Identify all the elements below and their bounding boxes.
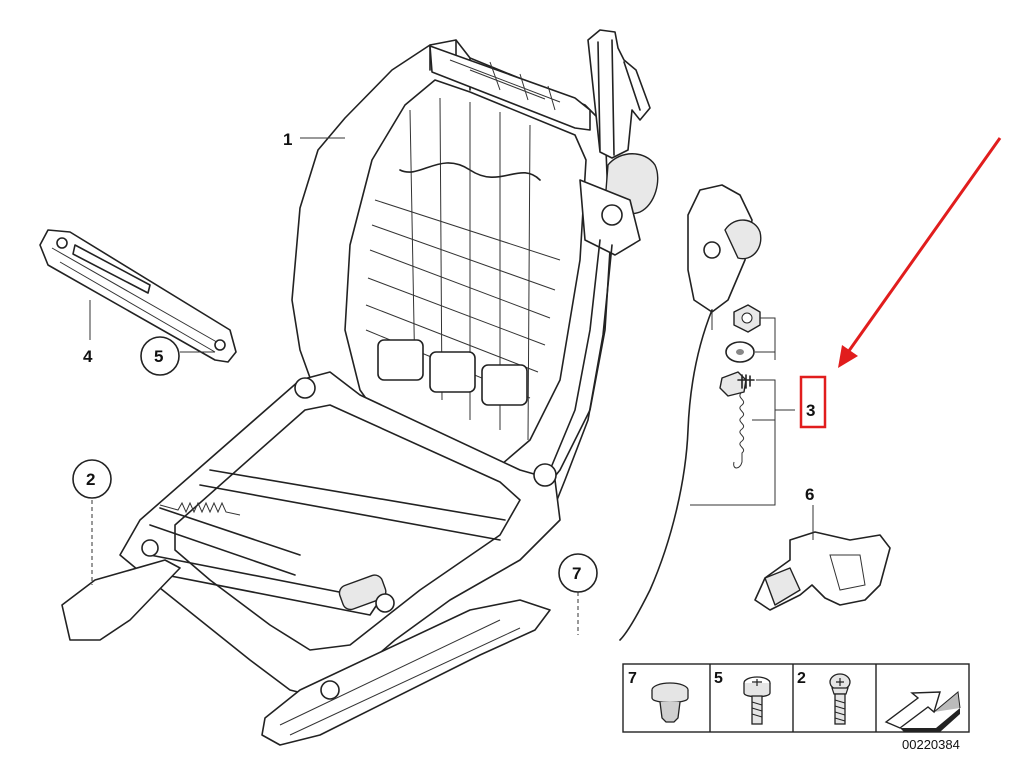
callout-circle-5	[140, 336, 180, 376]
callout-3: 3	[799, 375, 827, 429]
torx-screw-icon	[829, 673, 851, 725]
fastener-legend: 7 5 2	[622, 663, 970, 733]
callout-label-2: 2	[86, 470, 95, 489]
highlight-arrow	[838, 137, 1002, 368]
legend-num-5: 5	[714, 670, 723, 687]
arrow-icon	[884, 691, 961, 732]
clip-icon	[651, 682, 689, 723]
torx-bolt-icon	[743, 676, 771, 725]
callout-label-1: 1	[283, 130, 292, 149]
callout-circle-2	[72, 459, 112, 499]
callout-label-5: 5	[154, 347, 163, 366]
callout-label-6: 6	[805, 485, 814, 504]
callout-4: 4	[83, 347, 93, 366]
side-rail-drawing	[39, 229, 237, 363]
legend-cell-2: 2	[797, 670, 851, 725]
callout-7: 7	[558, 553, 598, 593]
callout-label-7: 7	[572, 564, 581, 583]
callout-6: 6	[805, 485, 814, 504]
leader-lines	[89, 137, 814, 635]
callout-circle-7	[558, 553, 598, 593]
callout-1: 1	[283, 130, 292, 149]
legend-cell-7: 7	[628, 670, 689, 723]
callout-label-3: 3	[806, 401, 815, 420]
connector-drawing	[754, 531, 891, 611]
seat-base-drawing	[61, 371, 561, 746]
small-parts-group	[690, 304, 795, 506]
release-cable-drawing	[619, 184, 762, 641]
legend-cell-5: 5	[714, 670, 771, 725]
callout-3-highlight-box	[799, 375, 827, 429]
legend-num-7: 7	[628, 670, 637, 687]
callout-label-4: 4	[83, 347, 93, 366]
diagram-code: 00220384	[902, 737, 960, 752]
callout-2: 2	[72, 459, 112, 499]
callout-5: 5	[140, 336, 180, 376]
legend-num-2: 2	[797, 670, 806, 687]
